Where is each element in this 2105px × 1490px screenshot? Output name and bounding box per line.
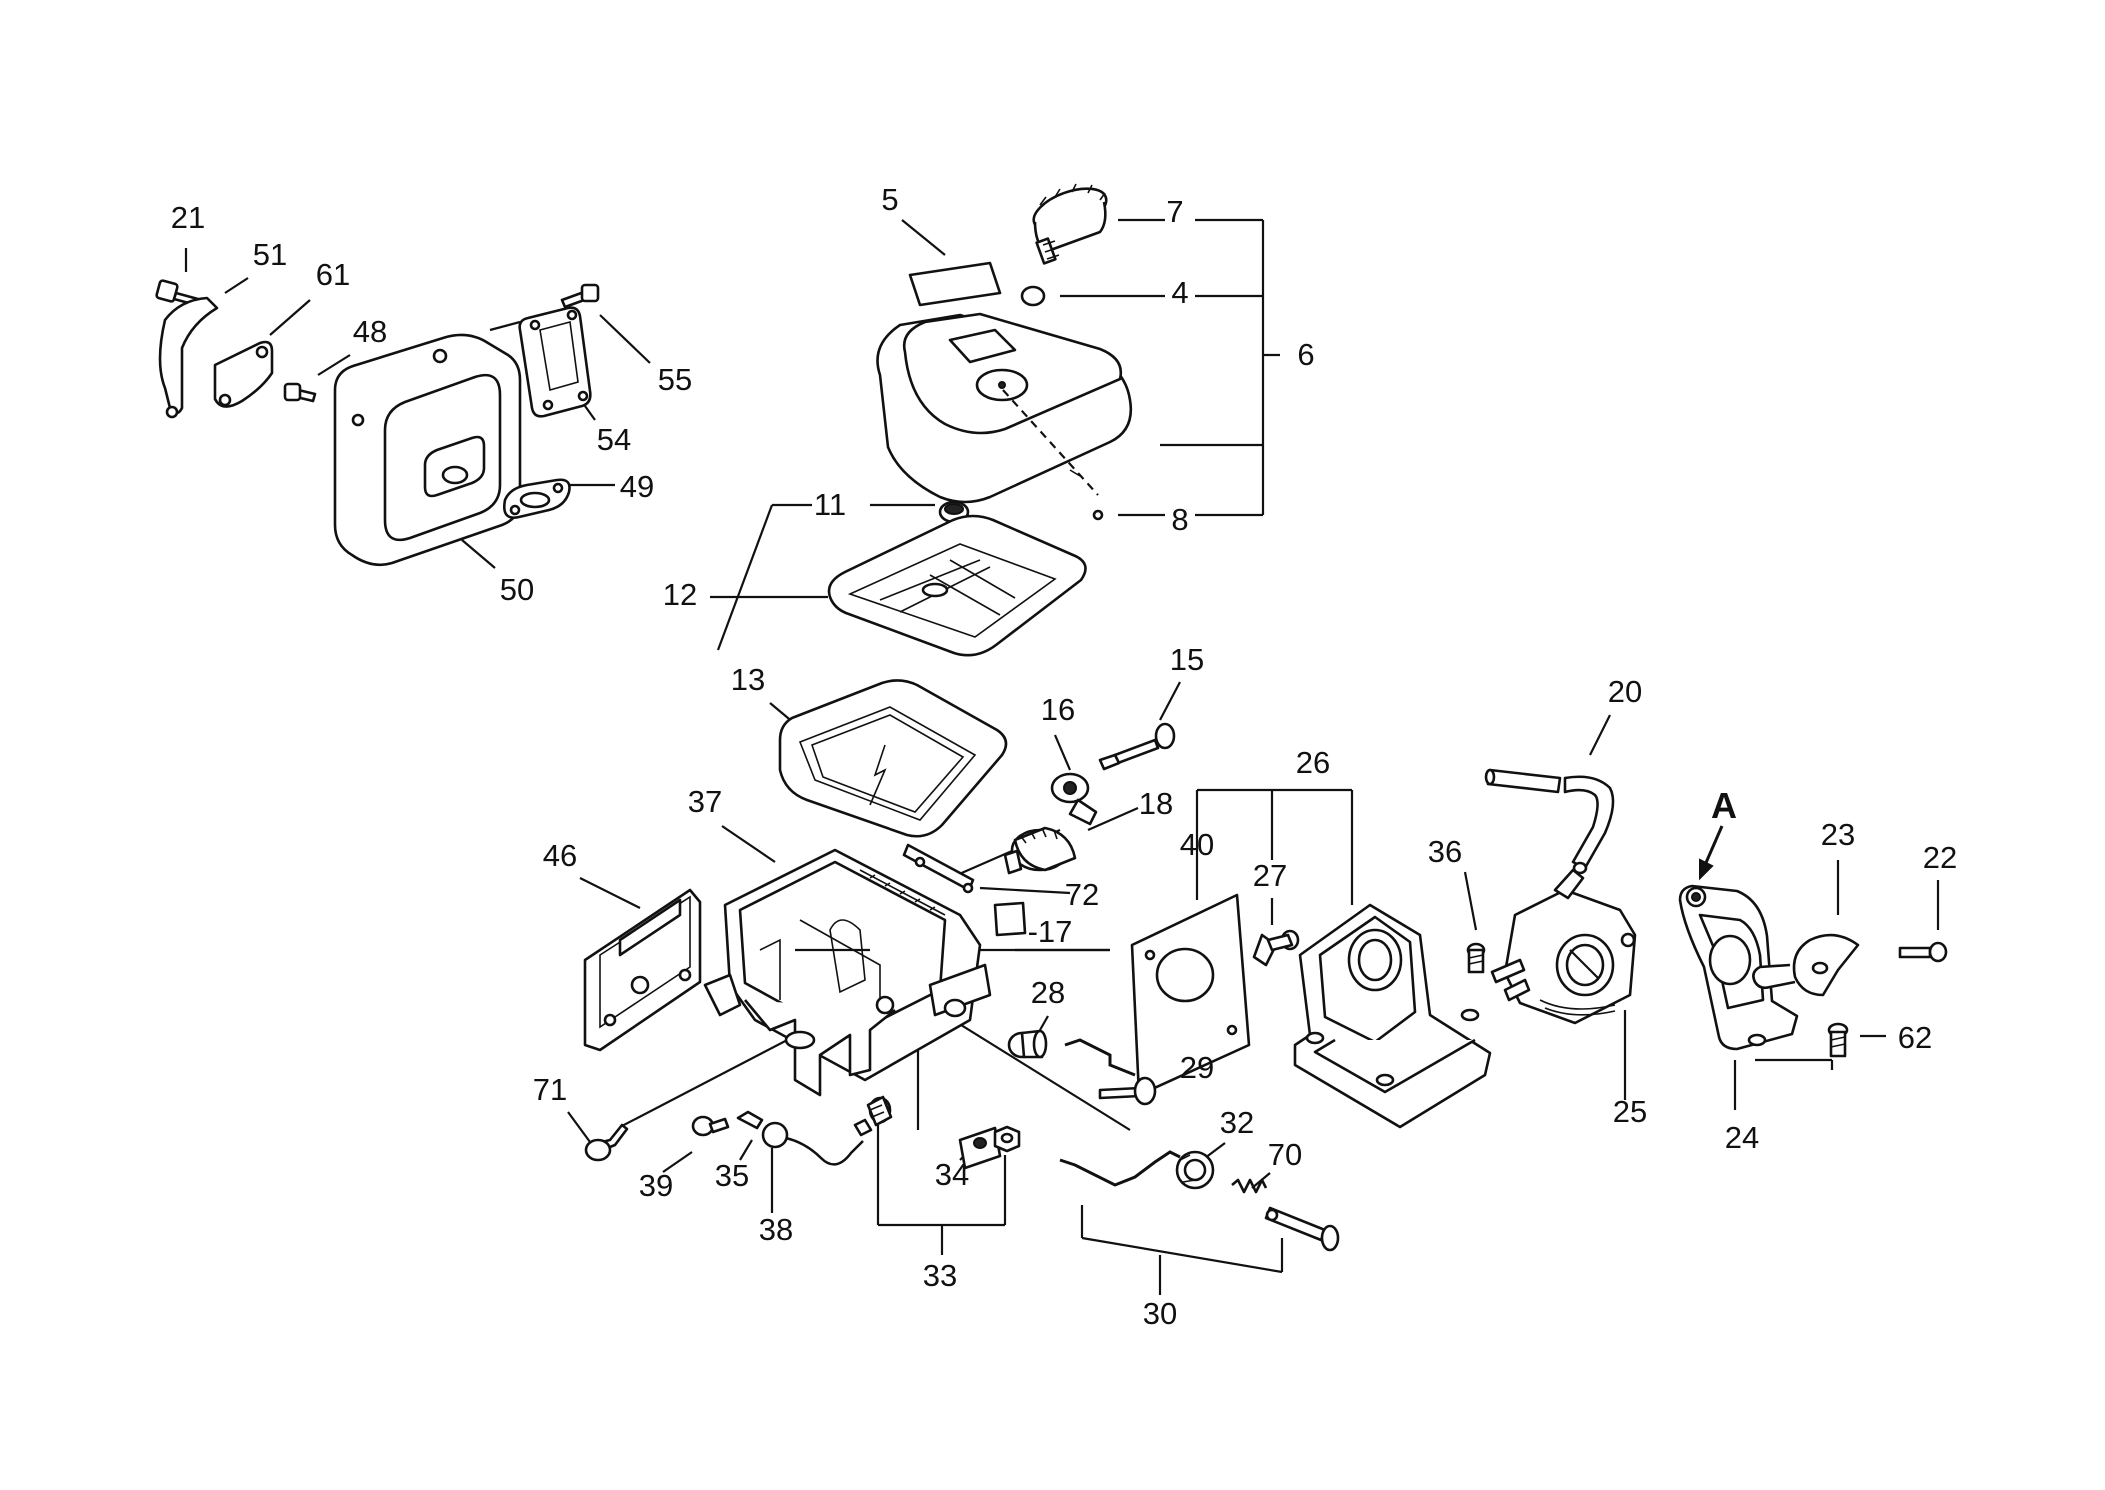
part-27-nipple — [1252, 929, 1300, 967]
callout-12: 12 — [663, 577, 697, 612]
callout-8: 8 — [1171, 502, 1188, 537]
callout-55: 55 — [658, 362, 692, 397]
callout-21: 21 — [171, 200, 205, 235]
callout-30: 30 — [1143, 1296, 1177, 1331]
part-37-housing — [703, 848, 992, 1097]
callout-4: 4 — [1171, 275, 1188, 310]
callout-18: 18 — [1139, 786, 1173, 821]
callout-61: 61 — [316, 257, 350, 292]
callout-26: 26 — [1296, 745, 1330, 780]
callout-38: 38 — [759, 1212, 793, 1247]
part-49-gasket — [503, 478, 571, 519]
part-21-screw — [155, 279, 200, 307]
callout-15: 15 — [1170, 642, 1204, 677]
part-28-bushing — [1007, 1029, 1048, 1059]
part-33-nut — [993, 1125, 1021, 1153]
part-61-plate — [213, 340, 274, 408]
part-23-plate — [1752, 933, 1860, 997]
part-20-fuel-line — [1484, 768, 1615, 875]
callout-37: 37 — [688, 784, 722, 819]
part-62-screw — [1827, 1022, 1849, 1058]
part-16-clip — [1050, 772, 1098, 826]
part-30-pin — [1264, 1206, 1340, 1252]
callout-16: 16 — [1041, 692, 1075, 727]
callout-48: 48 — [353, 314, 387, 349]
part-33-switch — [866, 1095, 893, 1127]
callout-34: 34 — [935, 1157, 969, 1192]
callout-6: 6 — [1297, 337, 1314, 372]
callout-70: 70 — [1268, 1137, 1302, 1172]
part-13-frame — [778, 679, 1008, 838]
part-39-screw — [691, 1115, 730, 1137]
part-35-clip — [736, 1110, 764, 1130]
part-32-grommet — [1175, 1150, 1215, 1190]
part-50-muffler — [333, 333, 522, 567]
callout-32: 32 — [1220, 1105, 1254, 1140]
part-38-wire — [761, 1118, 873, 1166]
callout-27: 27 — [1253, 858, 1287, 893]
parts — [155, 183, 1948, 1252]
callout-5: 5 — [881, 182, 898, 217]
part-36-screw — [1466, 942, 1486, 974]
part-29-rod — [1064, 1038, 1157, 1106]
part-17-pad — [993, 901, 1027, 937]
part-18-choke — [1003, 826, 1077, 875]
callout-7: 7 — [1166, 194, 1183, 229]
callout-25: 25 — [1613, 1094, 1647, 1129]
part-6-cover — [876, 312, 1133, 521]
callout-49: 49 — [620, 469, 654, 504]
callout-39: 39 — [639, 1168, 673, 1203]
part-5-label — [908, 261, 1002, 307]
callout-50: 50 — [500, 572, 534, 607]
callout-17: -17 — [1028, 914, 1073, 949]
part-54-plate — [518, 306, 592, 418]
part-70-spring — [1231, 1178, 1268, 1194]
callout-22: 22 — [1923, 840, 1957, 875]
callout-40: 40 — [1180, 827, 1214, 862]
callout-54: 54 — [597, 422, 631, 457]
part-12-filter — [827, 514, 1087, 657]
part-71-screw — [584, 1123, 629, 1162]
part-22-screw — [1898, 941, 1948, 963]
callout-24: 24 — [1725, 1120, 1759, 1155]
callout-13: 13 — [731, 662, 765, 697]
part-26-manifold — [1293, 903, 1492, 1129]
callout-20: 20 — [1608, 674, 1642, 709]
part-11-grommet — [938, 500, 970, 524]
part-72-strip — [902, 843, 975, 892]
callout-71: 71 — [533, 1072, 567, 1107]
leader-lines — [184, 218, 1940, 1295]
part-34-pad — [958, 1126, 1002, 1170]
part-40-gasket — [1130, 893, 1251, 1097]
part-30-rod — [1059, 1150, 1181, 1187]
callout-46: 46 — [543, 838, 577, 873]
callout-11: 11 — [814, 487, 846, 522]
part-25-carburetor — [1490, 868, 1637, 1025]
callout-36: 36 — [1428, 834, 1462, 869]
callout-35: 35 — [715, 1158, 749, 1193]
part-46-plate — [583, 888, 702, 1052]
part-4-oring — [1020, 285, 1046, 307]
callout-A: A — [1711, 785, 1737, 826]
part-7-cap — [1032, 183, 1108, 265]
callout-33: 33 — [923, 1258, 957, 1293]
callout-23: 23 — [1821, 817, 1855, 852]
part-15-bolt — [1098, 722, 1176, 771]
part-51-bracket — [158, 296, 219, 415]
callout-72: 72 — [1065, 877, 1099, 912]
callout-62: 62 — [1898, 1020, 1932, 1055]
callout-29: 29 — [1180, 1050, 1214, 1085]
part-24-adapter — [1678, 884, 1799, 1051]
callout-28: 28 — [1031, 975, 1065, 1010]
callout-51: 51 — [253, 237, 287, 272]
